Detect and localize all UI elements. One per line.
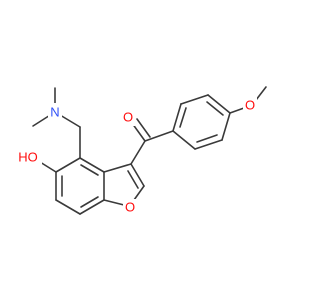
bond-c3-carbonyl <box>130 140 146 165</box>
bond-c6-c7 <box>55 199 81 215</box>
furan-oxygen-label: O <box>125 200 135 215</box>
carbonyl-oxygen-label: O <box>123 110 133 125</box>
bond-ar4 <box>221 112 231 141</box>
atom-labels: N O O HO O <box>14 97 257 215</box>
structure-diagram: N O O HO O <box>14 86 267 215</box>
nitrogen-label: N <box>50 105 59 120</box>
bond-ar5 <box>194 139 223 150</box>
bond-c7-c7a-inner <box>80 196 99 208</box>
hydroxy-label: HO <box>18 150 38 165</box>
bond-ar5-inner <box>196 134 218 143</box>
bond-ar1-inner <box>179 107 187 128</box>
methoxy-oxygen-label: O <box>245 98 255 113</box>
bond-c2-o1 <box>133 185 145 201</box>
bond-c3a-c4-inner <box>80 164 99 176</box>
bond-ar1 <box>172 103 182 132</box>
bonds <box>32 86 267 215</box>
bond-carbonyl-o-double <box>136 118 151 138</box>
bond-ar2 <box>180 94 209 105</box>
bond-ar3-inner <box>206 101 224 116</box>
molecule-canvas: N O O HO O <box>14 86 267 215</box>
bond-c3a-c3 <box>103 163 132 173</box>
bond-c5-oh <box>39 161 57 173</box>
bond-ar-o <box>229 107 245 114</box>
bond-ar6 <box>172 130 196 150</box>
bond-o-ch3 <box>255 86 267 101</box>
bond-ar3 <box>207 94 231 114</box>
bond-c3a-c4 <box>79 157 105 173</box>
bond-c4-c5 <box>55 157 81 173</box>
bond-c7-c7a <box>79 199 105 215</box>
bond-o1-c7a <box>103 199 125 206</box>
bond-carbonyl-ring <box>144 130 174 142</box>
bond-c3-c2 <box>130 163 145 187</box>
bond-c3-c2-inner <box>127 170 139 189</box>
